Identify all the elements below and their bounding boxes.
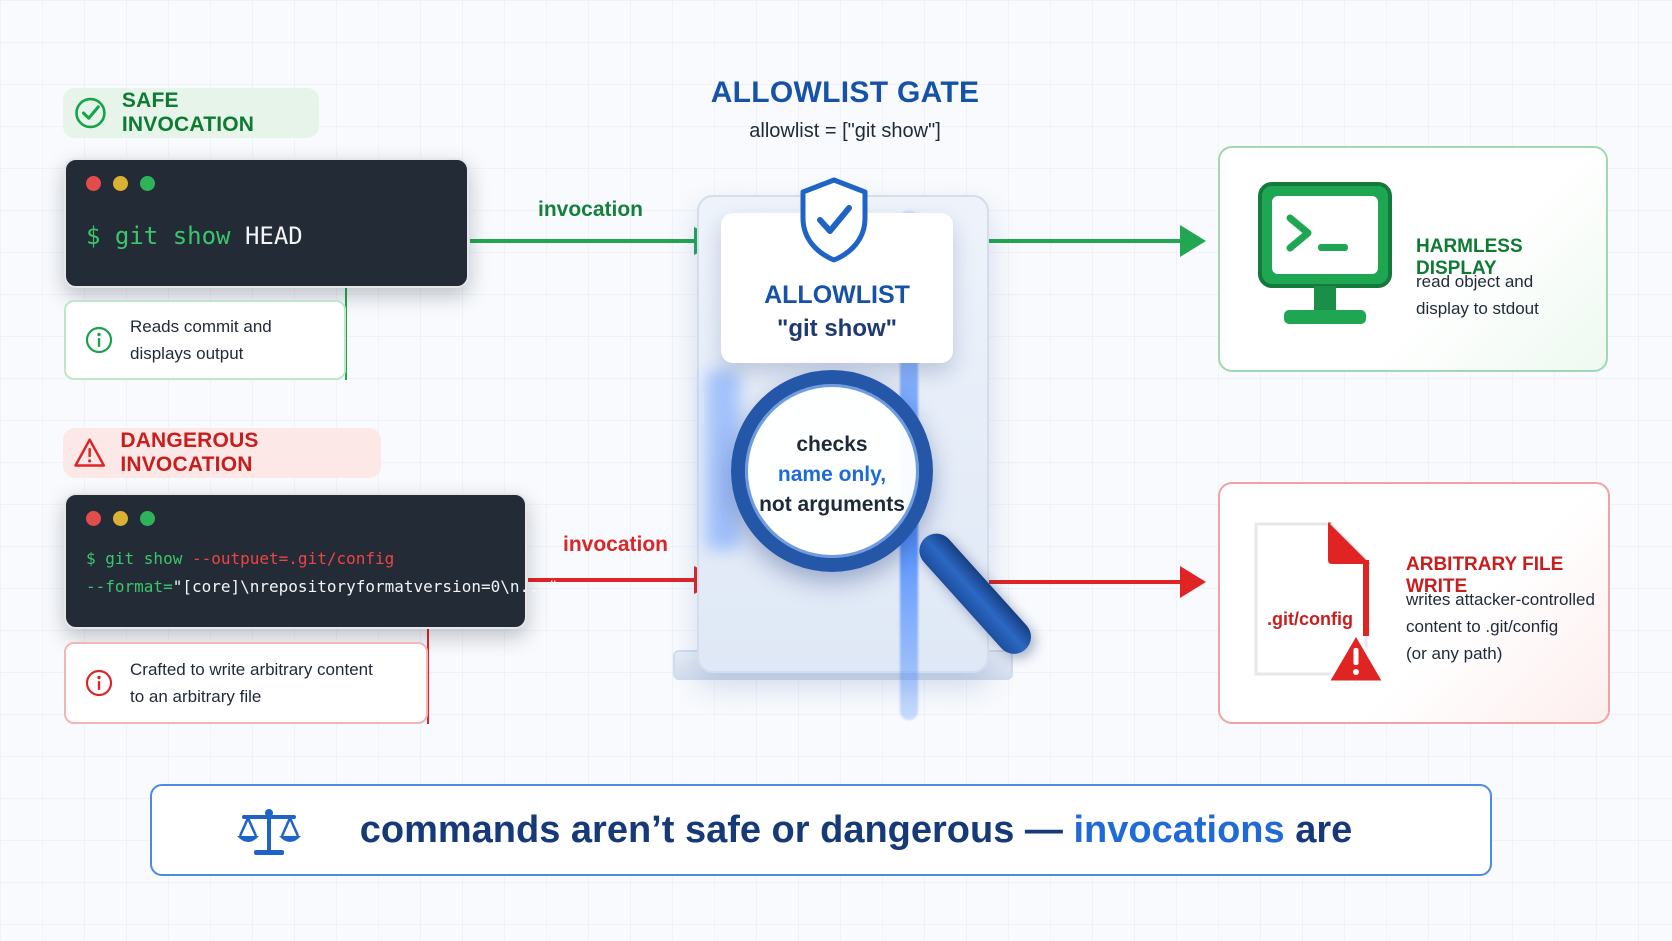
magnifier-line3: not arguments — [759, 493, 905, 516]
danger-arrowhead-out — [1180, 566, 1206, 598]
banner-text: commands aren’t safe or dangerous — invo… — [360, 809, 1353, 852]
info-icon — [85, 669, 113, 697]
close-dot — [86, 176, 101, 191]
maximize-dot — [140, 511, 155, 526]
safe-invocation-tag: SAFE INVOCATION — [63, 88, 319, 138]
balance-scale-icon — [237, 809, 301, 855]
danger-format-value: "[core]\nrepositoryformatversion=0\n..." — [172, 577, 559, 596]
arbitrary-file-write-desc: writes attacker-controlled content to .g… — [1406, 586, 1606, 667]
allowlist-card-title: ALLOWLIST — [764, 281, 910, 309]
danger-note-line2: to an arbitrary file — [130, 687, 262, 706]
danger-command-prompt: $ git show — [86, 549, 192, 568]
danger-command-line2: --format="[core]\nrepositoryformatversio… — [86, 577, 558, 596]
banner-prefix: commands aren’t safe or dangerous — — [359, 808, 1074, 851]
conclusion-banner: commands aren’t safe or dangerous — invo… — [150, 784, 1492, 876]
window-controls — [86, 511, 155, 526]
safe-command: $ git show HEAD — [86, 222, 303, 250]
minimize-dot — [113, 176, 128, 191]
close-dot — [86, 511, 101, 526]
safe-invocation-label: SAFE INVOCATION — [121, 89, 255, 136]
safe-command-prompt: $ git show — [86, 222, 231, 250]
danger-format-flag: --format= — [86, 577, 173, 596]
dangerous-invocation-label: DANGEROUS INVOCATION — [120, 429, 259, 476]
terminal-monitor-icon — [1258, 182, 1392, 324]
banner-accent: invocations — [1073, 808, 1285, 851]
danger-flow-label: invocation — [563, 533, 669, 556]
danger-note-text: Crafted to write arbitrary content to an… — [130, 656, 373, 710]
danger-note: Crafted to write arbitrary content to an… — [64, 642, 428, 724]
safe-note-line1: Reads commit and — [130, 317, 272, 336]
danger-output-flag: --outpuet=.git/config — [191, 549, 395, 568]
dangerous-invocation-tag: DANGEROUS INVOCATION — [63, 428, 381, 478]
arbitrary-file-write-title: ARBITRARY FILE WRITE — [1406, 554, 1564, 597]
magnifier-line1: checks — [796, 433, 868, 456]
safe-note: Reads commit and displays output — [64, 300, 346, 380]
file-write-desc-line1: writes attacker-controlled — [1406, 590, 1595, 609]
gate-subtitle: allowlist = ["git show"] — [749, 120, 941, 142]
maximize-dot — [140, 176, 155, 191]
file-write-desc-line2: content to .git/config — [1406, 617, 1559, 636]
danger-note-line1: Crafted to write arbitrary content — [130, 660, 373, 679]
warning-triangle-icon — [74, 438, 106, 467]
file-label: .git/config — [1267, 609, 1353, 629]
safe-note-line2: displays output — [130, 344, 244, 363]
info-icon — [85, 326, 113, 354]
banner-suffix: are — [1284, 808, 1353, 851]
harmless-desc-line1: read object and — [1416, 272, 1534, 291]
harmless-display-desc: read object and display to stdout — [1416, 268, 1596, 322]
safe-note-text: Reads commit and displays output — [130, 313, 272, 367]
safe-command-arg: HEAD — [244, 222, 303, 250]
minimize-dot — [113, 511, 128, 526]
shield-check-icon — [800, 177, 868, 263]
window-controls — [86, 176, 155, 191]
danger-terminal: $ git show --outpuet=.git/config --forma… — [64, 493, 558, 629]
safe-terminal: $ git show HEAD — [64, 158, 469, 288]
gate-title: ALLOWLIST GATE — [710, 76, 980, 109]
harmless-display-title: HARMLESS DISPLAY — [1416, 236, 1523, 279]
allowlist-card-value: "git show" — [776, 315, 898, 342]
file-warning-icon — [1254, 522, 1386, 684]
harmless-desc-line2: display to stdout — [1416, 299, 1539, 318]
safe-flow-label: invocation — [538, 198, 644, 221]
check-circle-icon — [75, 97, 106, 129]
magnifier-line2: name only, — [777, 463, 887, 486]
file-write-desc-line3: (or any path) — [1406, 644, 1503, 663]
magnifier-text: checks name only, not arguments — [745, 430, 919, 520]
safe-arrowhead-out — [1180, 225, 1206, 257]
danger-command-line1: $ git show --outpuet=.git/config — [86, 549, 394, 568]
